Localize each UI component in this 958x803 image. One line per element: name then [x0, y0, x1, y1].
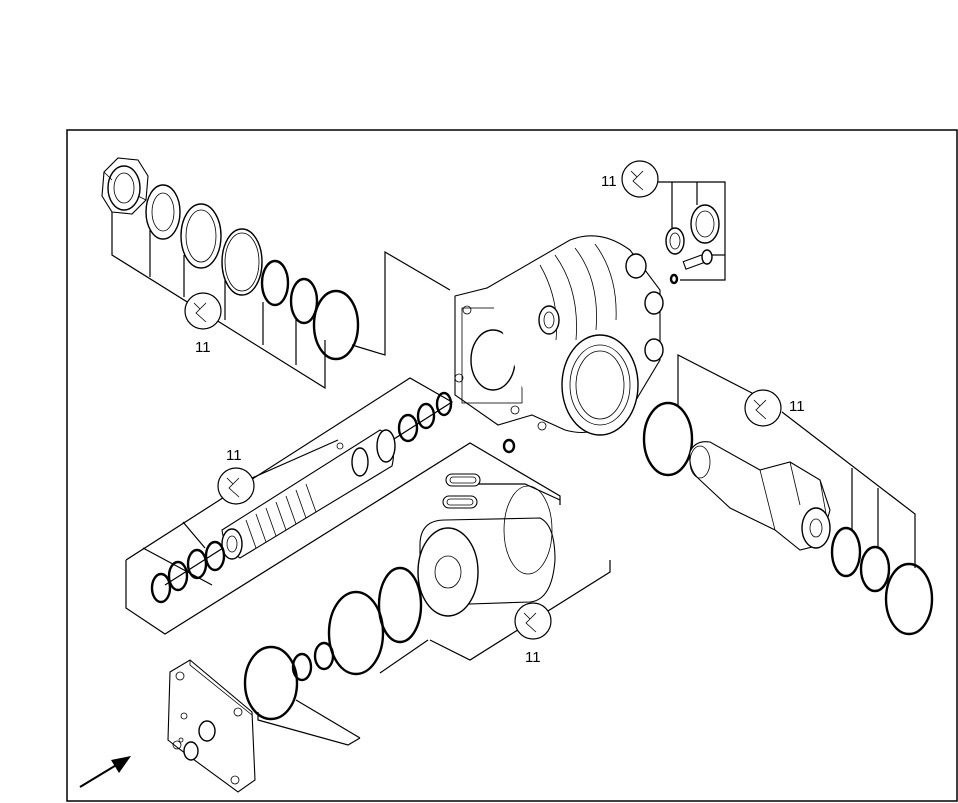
piston-assembly: [291, 473, 611, 682]
o-ring: [830, 526, 862, 578]
o-ring: [289, 277, 319, 325]
o-ring-large: [377, 566, 423, 644]
callout-label: 11: [789, 398, 805, 415]
callout-label: 11: [525, 649, 541, 666]
bleed-screw: [682, 249, 713, 270]
o-ring-large: [642, 401, 694, 477]
top-left-seal-stack: [101, 157, 451, 390]
seal-washer: [145, 184, 181, 240]
control-spool: [221, 429, 396, 560]
callout-seal-kit-top-right: 11: [601, 160, 659, 198]
o-ring: [397, 413, 419, 443]
wrench-icon: [226, 477, 240, 498]
o-ring: [416, 402, 436, 430]
pump-housing: [454, 235, 664, 436]
seal-strip-pair: [442, 473, 481, 509]
o-ring-large: [312, 289, 360, 361]
callout-label: 11: [226, 447, 242, 464]
end-cover: [167, 645, 361, 793]
o-ring-large: [327, 590, 385, 676]
small-o-ring: [502, 438, 516, 454]
wrench-icon: [630, 170, 644, 191]
o-ring: [204, 540, 226, 572]
top-right-seal-group: [658, 181, 726, 285]
retaining-ring: [221, 228, 263, 296]
o-ring: [186, 548, 208, 580]
callout-label: 11: [195, 339, 211, 356]
callout-seal-kit-piston: 11: [514, 602, 552, 666]
wrench-icon: [523, 612, 537, 633]
callout-label: 11: [601, 173, 617, 190]
shaft-rotor-assembly: [642, 354, 934, 636]
o-ring-large: [884, 562, 934, 636]
shaft-seal: [690, 204, 720, 244]
o-ring: [435, 391, 453, 417]
wrench-icon: [193, 302, 207, 323]
seal-ring: [180, 203, 222, 269]
o-ring: [859, 545, 891, 593]
direction-arrow-icon: [79, 756, 131, 788]
o-ring: [313, 641, 335, 671]
shaft-seal: [665, 227, 685, 255]
callout-seal-kit-left: 11: [184, 292, 222, 356]
wrench-icon: [753, 399, 767, 420]
o-ring: [260, 259, 290, 307]
spool-valve-assembly: [125, 377, 561, 635]
callout-seal-kit-spool: 11: [217, 439, 339, 505]
o-ring: [167, 560, 189, 592]
o-ring: [150, 572, 172, 604]
hex-nut: [101, 157, 149, 215]
o-ring: [291, 652, 313, 682]
diagram-border: [66, 129, 958, 802]
callout-seal-kit-shaft: 11: [744, 389, 805, 427]
small-o-ring: [669, 273, 679, 285]
o-ring-large: [243, 645, 299, 721]
